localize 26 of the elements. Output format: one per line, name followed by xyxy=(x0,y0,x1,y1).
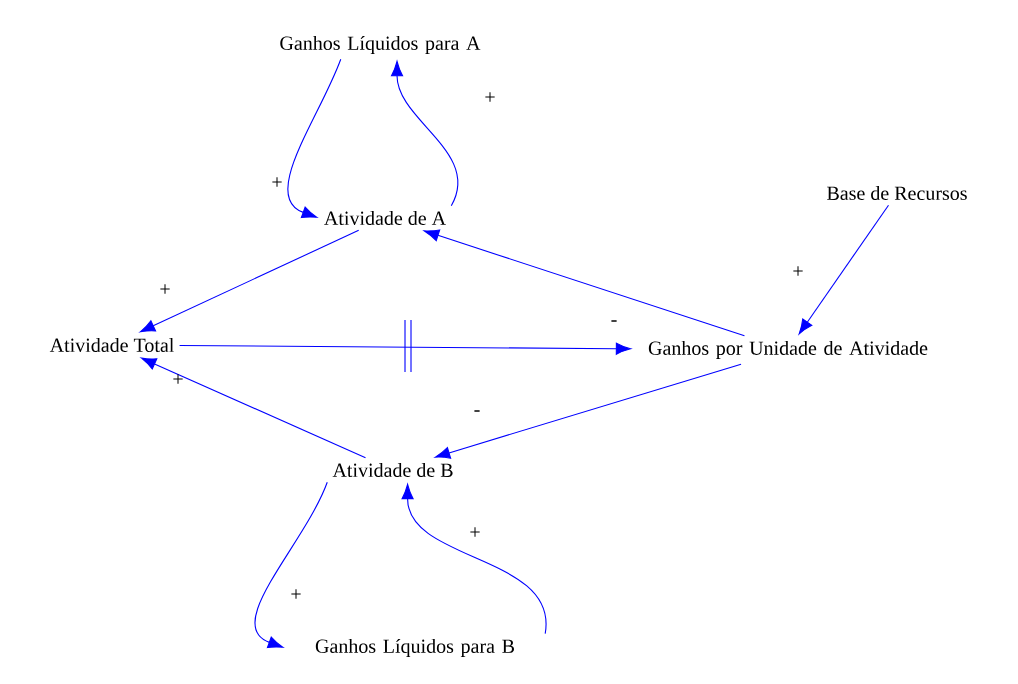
variable-label: Atividade Total xyxy=(49,337,174,352)
variable-label: Ganhos Líquidos para B xyxy=(315,638,514,658)
arrow xyxy=(401,483,546,635)
arrow xyxy=(254,481,328,649)
variable-label: Ganhos por Unidade de Atividade xyxy=(648,340,928,360)
variable-label: Ganhos Líquidos para A xyxy=(280,35,481,55)
polarity-sign: + xyxy=(160,284,170,294)
polarity-sign: - xyxy=(611,320,617,322)
variable-label: Atividade de B xyxy=(332,462,453,477)
polarity-sign: + xyxy=(485,92,495,102)
arrow xyxy=(798,204,890,335)
polarity-sign: + xyxy=(793,266,803,276)
variable-label: Base de Recursos xyxy=(827,185,967,200)
arrow xyxy=(423,229,745,337)
variable-label: Atividade de A xyxy=(324,210,446,225)
arrow xyxy=(287,58,342,219)
polarity-sign: - xyxy=(474,410,480,412)
arrow xyxy=(434,363,742,459)
polarity-sign: + xyxy=(291,589,301,599)
polarity-sign: + xyxy=(470,527,480,537)
arrow xyxy=(179,342,632,355)
arrow xyxy=(141,357,367,459)
polarity-sign: + xyxy=(272,177,282,187)
polarity-sign: + xyxy=(173,374,183,384)
arrow xyxy=(139,229,360,333)
arrow xyxy=(390,60,459,207)
